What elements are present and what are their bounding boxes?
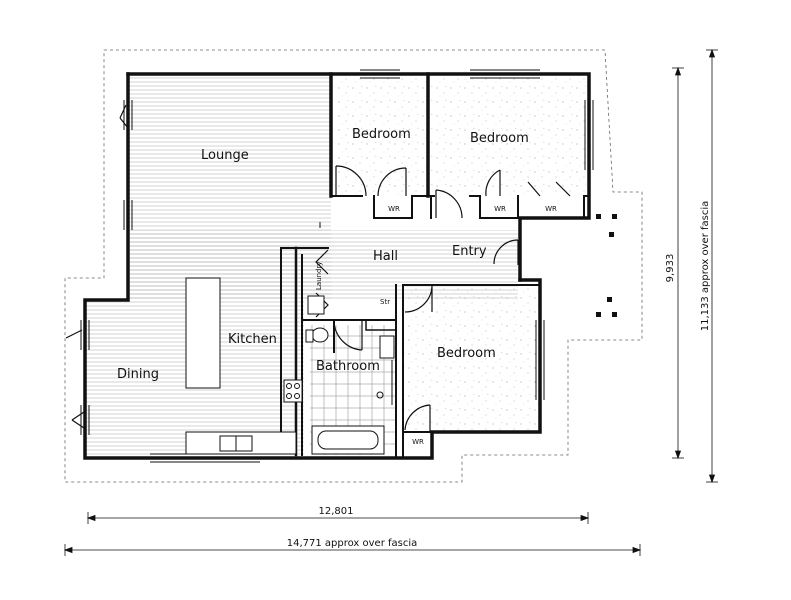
room-label-kitchen: Kitchen <box>228 332 277 347</box>
room-label-entry: Entry <box>452 244 487 259</box>
dimension-depth-fascia: 11,133 approx over fascia <box>700 201 711 332</box>
kitchen-bench <box>185 431 297 455</box>
vanity <box>379 335 395 359</box>
room-label-bedroom-3: Bedroom <box>437 346 496 361</box>
bath <box>311 425 385 455</box>
wardrobe-label: WR <box>545 205 557 213</box>
toilet <box>311 327 329 343</box>
room-label-bedroom-1: Bedroom <box>352 127 411 142</box>
room-label-store: Str <box>380 298 390 306</box>
room-label-bathroom: Bathroom <box>316 359 380 374</box>
room-label-dining: Dining <box>117 367 159 382</box>
kitchen-island <box>185 277 221 389</box>
room-label-hall: Hall <box>373 249 398 264</box>
dimension-lines <box>63 48 718 556</box>
room-label-laundry: Laundry <box>315 261 323 290</box>
dimension-width: 12,801 <box>319 506 354 517</box>
room-label-bedroom-2: Bedroom <box>470 131 529 146</box>
room-label-lounge: Lounge <box>201 148 249 163</box>
dimension-depth: 9,933 <box>665 254 676 283</box>
wardrobe-label: WR <box>412 438 424 446</box>
doors <box>65 104 571 432</box>
walls <box>83 72 591 460</box>
wardrobe-label: WR <box>388 205 400 213</box>
dimension-width-fascia: 14,771 approx over fascia <box>287 538 418 549</box>
fascia-outline <box>64 49 643 483</box>
cooktop <box>283 379 303 403</box>
fixtures <box>185 222 395 455</box>
outdoor-posts <box>596 214 617 317</box>
wardrobe-label: WR <box>494 205 506 213</box>
